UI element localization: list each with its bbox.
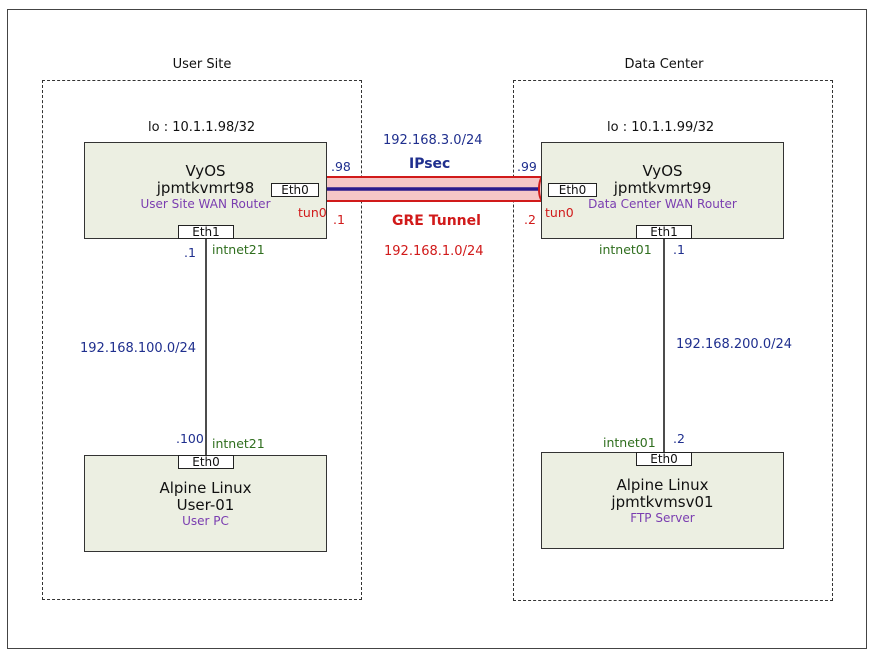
- data-center-area: [513, 80, 833, 601]
- dc-router-role: Data Center WAN Router: [588, 197, 737, 211]
- user-router-eth0-port: Eth0: [271, 183, 319, 197]
- dc-router-eth0-port: Eth0: [548, 183, 597, 197]
- dc-router-eth1-port: Eth1: [636, 225, 692, 239]
- ipsec-label: IPsec: [409, 156, 451, 172]
- user-site-area: [42, 80, 362, 600]
- user-pc-os: Alpine Linux: [159, 479, 252, 497]
- dc-router-hostname: jpmtkvmrt99: [613, 179, 712, 197]
- ftp-server-eth0-port: Eth0: [636, 452, 692, 466]
- user-router-lan-net: intnet21: [212, 242, 265, 257]
- ftp-server-os: Alpine Linux: [616, 476, 709, 494]
- user-pc-eth0-port: Eth0: [178, 455, 234, 469]
- data-center-title: Data Center: [624, 57, 704, 72]
- gre-tunnel-label: GRE Tunnel: [392, 213, 481, 229]
- dc-router-tun-host: .2: [524, 212, 536, 227]
- user-router-ipsec-host: .98: [331, 159, 351, 174]
- dc-lan-network-label: 192.168.200.0/24: [676, 337, 793, 352]
- user-router-tun-label: tun0: [298, 205, 327, 220]
- ftp-server-role: FTP Server: [630, 511, 695, 525]
- dc-router-ipsec-host: .99: [517, 159, 537, 174]
- user-lan-network-label: 192.168.100.0/24: [80, 341, 197, 356]
- ftp-server: Alpine Linux jpmtkvmsv01 FTP Server: [541, 452, 784, 549]
- user-site-title: User Site: [172, 57, 232, 72]
- user-router-role: User Site WAN Router: [140, 197, 271, 211]
- ipsec-network-label: 192.168.3.0/24: [383, 133, 483, 148]
- user-router-os: VyOS: [185, 162, 226, 180]
- ftp-server-net: intnet01: [603, 435, 656, 450]
- dc-router-tun-label: tun0: [545, 205, 574, 220]
- diagram-frame: [7, 9, 867, 649]
- dc-router-lan-host: .1: [673, 242, 685, 257]
- dc-router-os: VyOS: [642, 162, 683, 180]
- dc-router-loopback: lo : 10.1.1.99/32: [607, 120, 715, 135]
- user-router-tun-host: .1: [333, 212, 345, 227]
- user-pc-net: intnet21: [212, 436, 265, 451]
- user-pc-host: .100: [176, 431, 204, 446]
- ftp-server-hostname: jpmtkvmsv01: [611, 493, 714, 511]
- dc-router-lan-net: intnet01: [599, 242, 652, 257]
- user-router-loopback: lo : 10.1.1.98/32: [148, 120, 256, 135]
- user-pc-hostname: User-01: [176, 496, 235, 514]
- user-router-eth1-port: Eth1: [178, 225, 234, 239]
- gre-network-label: 192.168.1.0/24: [384, 244, 484, 259]
- user-pc: Alpine Linux User-01 User PC: [84, 455, 327, 552]
- user-router-hostname: jpmtkvmrt98: [156, 179, 255, 197]
- user-router-lan-host: .1: [184, 245, 196, 260]
- ftp-server-host: .2: [673, 431, 685, 446]
- user-pc-role: User PC: [182, 514, 229, 528]
